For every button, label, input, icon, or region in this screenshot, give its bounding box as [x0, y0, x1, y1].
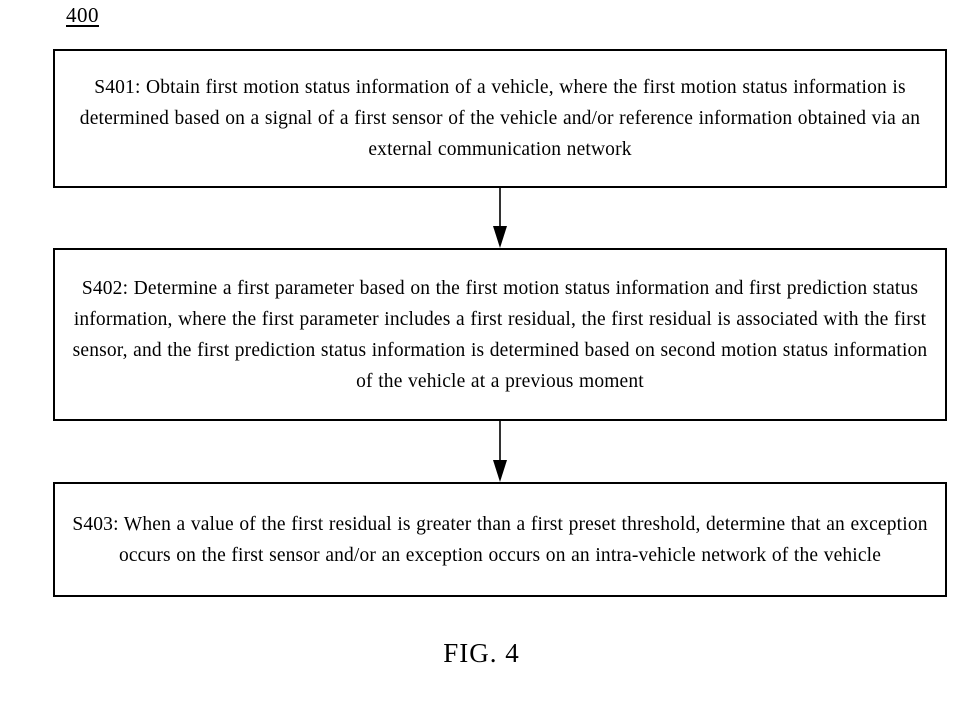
- flowchart-step-s403: S403: When a value of the first residual…: [53, 482, 947, 597]
- figure-caption: FIG. 4: [443, 638, 520, 668]
- flowchart-step-s401: S401: Obtain first motion status informa…: [53, 49, 947, 188]
- flowchart-step-s402: S402: Determine a first parameter based …: [53, 248, 947, 421]
- flowchart-step-s401-text: S401: Obtain first motion status informa…: [79, 77, 921, 160]
- arrow-down-icon: [493, 188, 507, 248]
- flowchart-step-s403-text: S403: When a value of the first residual…: [72, 513, 928, 566]
- flowchart-step-s402-text: S402: Determine a first parameter based …: [72, 277, 928, 392]
- connector-arrow-s401-to-s402: [485, 188, 515, 248]
- arrow-down-icon: [493, 421, 507, 482]
- connector-arrow-s402-to-s403: [485, 421, 515, 482]
- figure-reference-number: 400: [66, 3, 99, 27]
